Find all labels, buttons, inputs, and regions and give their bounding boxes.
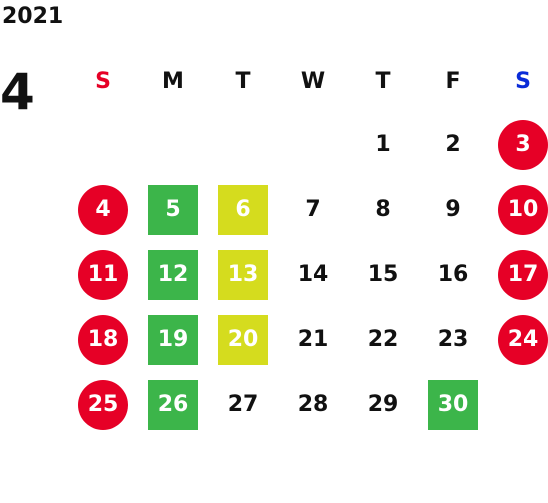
day-number: 9 bbox=[445, 197, 461, 222]
day-number-yellow: 20 bbox=[218, 314, 268, 365]
day-cell: 23 bbox=[418, 307, 488, 372]
day-number: 8 bbox=[375, 197, 391, 222]
day-number: 2 bbox=[445, 132, 461, 157]
day-cell: 13 bbox=[208, 242, 278, 307]
day-cell: 22 bbox=[348, 307, 418, 372]
day-number-holiday: 4 bbox=[78, 184, 128, 235]
day-cell: 19 bbox=[138, 307, 208, 372]
day-cell: 10 bbox=[488, 177, 548, 242]
day-number-holiday: 25 bbox=[78, 379, 128, 430]
day-cell: 27 bbox=[208, 372, 278, 437]
day-number-holiday: 10 bbox=[498, 184, 548, 235]
day-number-green: 30 bbox=[428, 379, 478, 430]
day-number: 21 bbox=[297, 327, 329, 352]
weekday-header: T bbox=[235, 68, 251, 94]
day-cell: 26 bbox=[138, 372, 208, 437]
day-cell bbox=[278, 112, 348, 177]
day-cell: 16 bbox=[418, 242, 488, 307]
day-cell: 18 bbox=[68, 307, 138, 372]
day-cell: 8 bbox=[348, 177, 418, 242]
day-cell: 11 bbox=[68, 242, 138, 307]
day-cell: 28 bbox=[278, 372, 348, 437]
day-cell: 20 bbox=[208, 307, 278, 372]
day-cell: 5 bbox=[138, 177, 208, 242]
day-cell bbox=[68, 112, 138, 177]
year-label: 2021 bbox=[2, 4, 64, 29]
day-number: 23 bbox=[437, 327, 469, 352]
day-number-holiday: 3 bbox=[498, 119, 548, 170]
day-number-green: 26 bbox=[148, 379, 198, 430]
day-number: 29 bbox=[367, 392, 399, 417]
day-cell: 25 bbox=[68, 372, 138, 437]
day-cell: 6 bbox=[208, 177, 278, 242]
day-cell: 24 bbox=[488, 307, 548, 372]
day-number-holiday: 17 bbox=[498, 249, 548, 300]
day-cell: 17 bbox=[488, 242, 548, 307]
weekday-header: F bbox=[445, 68, 461, 94]
day-number: 15 bbox=[367, 262, 399, 287]
day-cell: 3 bbox=[488, 112, 548, 177]
day-number-green: 5 bbox=[148, 184, 198, 235]
day-cell: 4 bbox=[68, 177, 138, 242]
weekday-header: W bbox=[300, 68, 326, 94]
day-cell: 30 bbox=[418, 372, 488, 437]
day-cell: 1 bbox=[348, 112, 418, 177]
weekday-header: T bbox=[375, 68, 391, 94]
day-cell bbox=[208, 112, 278, 177]
day-cell: 7 bbox=[278, 177, 348, 242]
day-number: 22 bbox=[367, 327, 399, 352]
day-cell: 21 bbox=[278, 307, 348, 372]
day-number-yellow: 13 bbox=[218, 249, 268, 300]
day-number-holiday: 18 bbox=[78, 314, 128, 365]
day-cell bbox=[488, 372, 548, 437]
day-number-holiday: 11 bbox=[78, 249, 128, 300]
day-number-green: 12 bbox=[148, 249, 198, 300]
day-cell: 29 bbox=[348, 372, 418, 437]
day-cell: 14 bbox=[278, 242, 348, 307]
month-number: 4 bbox=[0, 63, 35, 121]
day-cell: 12 bbox=[138, 242, 208, 307]
day-cell: 2 bbox=[418, 112, 488, 177]
day-number: 7 bbox=[305, 197, 321, 222]
day-number: 28 bbox=[297, 392, 329, 417]
day-number: 1 bbox=[375, 132, 391, 157]
day-cell: 9 bbox=[418, 177, 488, 242]
day-number: 14 bbox=[297, 262, 329, 287]
weekday-header: S bbox=[515, 68, 531, 94]
day-number: 16 bbox=[437, 262, 469, 287]
day-number: 27 bbox=[227, 392, 259, 417]
day-number-yellow: 6 bbox=[218, 184, 268, 235]
day-number-green: 19 bbox=[148, 314, 198, 365]
weekday-header: S bbox=[95, 68, 111, 94]
day-number-holiday: 24 bbox=[498, 314, 548, 365]
day-cell bbox=[138, 112, 208, 177]
day-cell: 15 bbox=[348, 242, 418, 307]
weekday-header: M bbox=[162, 68, 184, 94]
